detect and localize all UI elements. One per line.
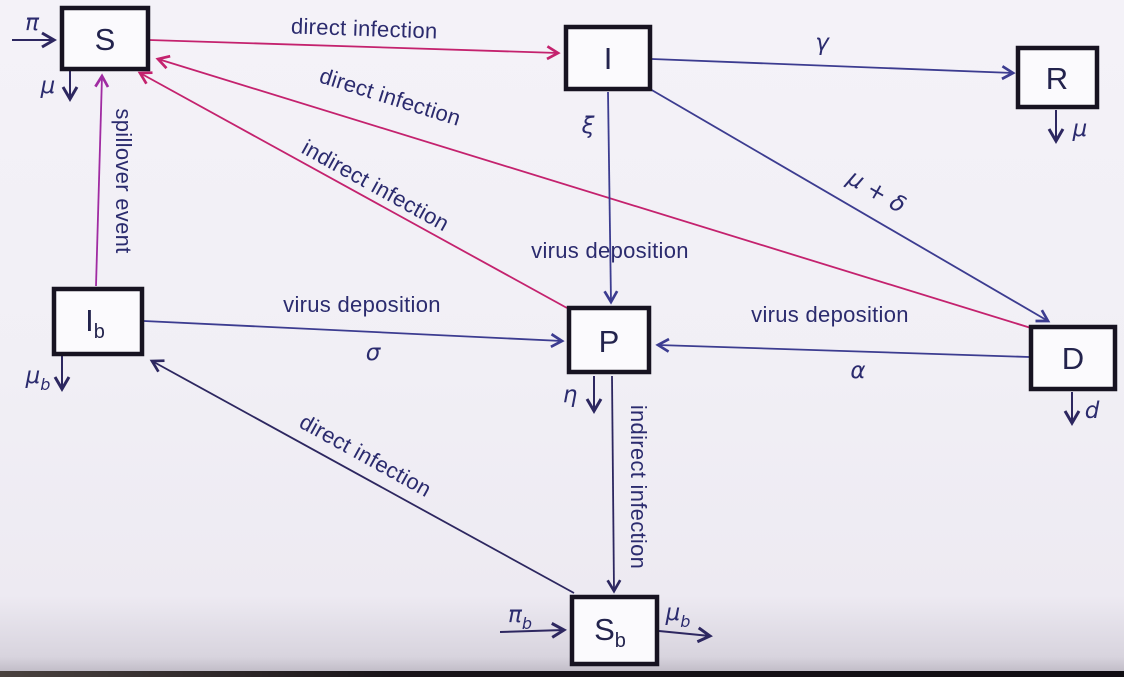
compartment-i-box (563, 24, 653, 92)
edge-p-to-s-indirect-infection (137, 71, 568, 309)
flow-death-sb-arrow (658, 626, 713, 644)
flow-birth-sb-arrow (499, 622, 567, 639)
edge-s-to-i-label: direct infection (291, 13, 438, 43)
compartment-r-box (1015, 45, 1100, 110)
compartment-p-label: P (599, 324, 620, 359)
compartment-d-box (1028, 324, 1118, 392)
edge-d-to-p-virus-deposition (655, 337, 1030, 358)
photo-bottom-edge (0, 671, 1124, 677)
flow-birth-s-label: π (25, 10, 40, 36)
compartment-ib-box (51, 286, 145, 357)
edge-i-to-p-rate: ξ (581, 113, 595, 139)
compartment-p-box (566, 305, 652, 375)
compartment-sb: Sb (569, 594, 660, 667)
edge-ib-to-p-label: virus deposition (283, 292, 441, 317)
compartment-s-label: S (95, 22, 116, 57)
edge-sb-to-ib-label: direct infection (295, 409, 435, 502)
edge-i-to-p-virus-deposition (603, 91, 619, 305)
edge-ib-to-p-rate: σ (366, 340, 382, 366)
edge-i-to-r-rate: γ (815, 30, 830, 56)
flow-death-sb-label: μb (665, 600, 691, 631)
compartment-s-box (59, 5, 151, 72)
edge-p-to-s-label: indirect infection (298, 135, 454, 237)
flow-death-ib-label: μb (25, 363, 51, 394)
edge-d-to-p-rate: α (850, 358, 865, 384)
compartment-r: R (1015, 45, 1100, 110)
edge-ib-to-s-spillover (94, 73, 110, 287)
compartment-ib-label: Ib (85, 303, 105, 344)
edge-i-to-r-recovery (651, 58, 1016, 81)
compartment-ib: Ib (51, 286, 145, 357)
flow-death-r-label: μ (1072, 116, 1088, 142)
compartment-r-label: R (1046, 61, 1068, 96)
edge-p-to-sb-label: indirect infection (626, 405, 651, 569)
compartment-sb-label: Sb (594, 612, 626, 653)
compartment-d-label: D (1062, 341, 1084, 376)
flow-death-s-label: μ (40, 73, 56, 99)
flow-removal-d-label: d (1085, 398, 1100, 424)
edge-i-to-d-death (649, 88, 1051, 323)
edge-ib-to-p-virus-deposition (143, 320, 565, 348)
compartment-i: I (563, 24, 653, 92)
edge-d-to-s-direct-infection (155, 54, 1032, 329)
edge-sb-to-ib-direct-infection (149, 359, 575, 594)
edge-i-to-p-label: virus deposition (531, 238, 689, 263)
flow-decay-p-label: η (563, 382, 578, 408)
edge-d-to-s-label: direct infection (317, 63, 464, 131)
edge-d-to-p-label: virus deposition (751, 302, 909, 327)
compartment-sb-box (569, 594, 660, 667)
edge-p-to-sb-indirect-infection (606, 375, 622, 594)
edge-s-to-i-direct-infection (148, 39, 561, 61)
compartment-s: S (59, 5, 151, 72)
flow-birth-sb-label: πb (508, 602, 532, 633)
edge-i-to-d-rate: μ + δ (842, 165, 910, 219)
compartment-d: D (1028, 324, 1118, 392)
compartment-p: P (566, 305, 652, 375)
compartment-i-label: I (604, 41, 613, 76)
edge-ib-to-s-label: spillover event (111, 108, 136, 253)
